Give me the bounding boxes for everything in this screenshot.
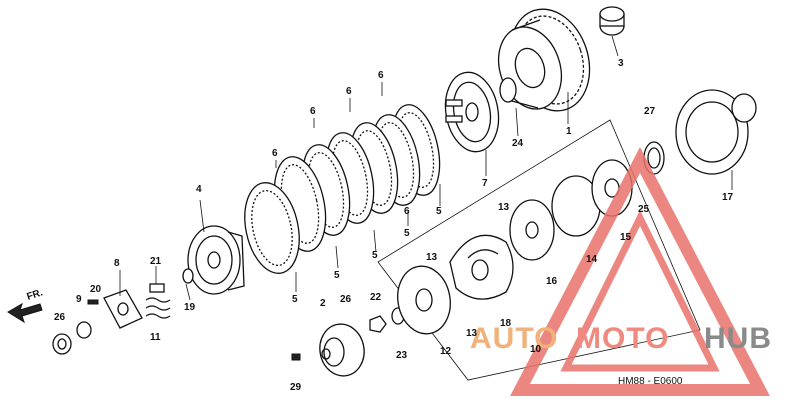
callout-6d: 6 (378, 70, 384, 81)
callout-25: 25 (638, 204, 650, 215)
callout-12: 12 (440, 346, 452, 357)
callout-15: 15 (620, 232, 632, 243)
callout-5e: 5 (436, 206, 442, 217)
direction-label: FR. (26, 287, 45, 303)
pressure-plate (187, 225, 245, 295)
callout-4: 4 (196, 184, 202, 195)
watermark-logo (510, 147, 770, 396)
callout-22: 22 (370, 292, 382, 303)
watermark-part-b: MOTO (576, 322, 669, 355)
callout-labels: 1 2 3 4 5 5 5 5 5 6 6 6 6 6 7 8 8 9 10 1… (54, 58, 734, 393)
subassembly-outline (377, 119, 701, 381)
callout-27: 27 (644, 106, 656, 117)
front-direction-arrow (7, 302, 43, 324)
clutch-drum-inner (509, 199, 555, 261)
clutch-plate-stack (244, 104, 441, 274)
clutch-center (444, 71, 500, 153)
callout-2: 2 (320, 298, 326, 309)
watermark-part-a: AUTO (470, 322, 558, 355)
callout-14: 14 (586, 254, 598, 265)
callout-18: 18 (500, 318, 512, 329)
callout-21: 21 (150, 256, 162, 267)
callout-19: 19 (184, 302, 196, 313)
drawing-code: HM88 - E0600 (618, 376, 683, 387)
callout-13c: 13 (466, 328, 478, 339)
callout-29: 29 (290, 382, 302, 393)
callout-5c: 5 (372, 250, 378, 261)
bolt-29 (291, 353, 301, 361)
nut-22 (369, 315, 387, 333)
callout-6e: 6 (404, 206, 410, 217)
callout-13a: 13 (498, 202, 510, 213)
callout-9: 9 (76, 294, 82, 305)
centrifugal-weights (449, 234, 514, 300)
callout-24: 24 (512, 138, 524, 149)
callout-11: 11 (150, 332, 161, 343)
bushing (599, 6, 625, 36)
callout-17: 17 (722, 192, 734, 203)
leader-lines (119, 35, 733, 301)
drive-plate (319, 323, 365, 377)
callout-26a: 26 (54, 312, 66, 323)
callout-8: 8 (114, 258, 120, 269)
spring-and-bolt (145, 283, 171, 319)
lifter-plate (103, 289, 143, 329)
callout-1: 1 (566, 126, 572, 137)
centrifugal-plate (397, 265, 451, 335)
primary-drive-gear (675, 89, 757, 175)
watermark-text: AUTO MOTO HUB (470, 322, 772, 355)
callout-5d: 5 (404, 228, 410, 239)
clutch-outer (498, 8, 591, 112)
callout-26b: 26 (340, 294, 352, 305)
watermark-part-c: HUB (704, 322, 772, 355)
callout-6c: 6 (346, 86, 352, 97)
callout-23: 23 (396, 350, 408, 361)
callout-7: 7 (482, 178, 488, 189)
callout-13b: 13 (426, 252, 438, 263)
callout-5a: 5 (292, 294, 298, 305)
callout-20: 20 (90, 284, 102, 295)
lifter-bearing-parts (52, 299, 99, 355)
callout-10: 10 (530, 344, 542, 355)
washer-24 (499, 77, 517, 103)
callout-5b: 5 (334, 270, 340, 281)
callout-6b: 6 (310, 106, 316, 117)
callout-6a: 6 (272, 148, 278, 159)
callout-3: 3 (618, 58, 624, 69)
callout-16: 16 (546, 276, 558, 287)
washer-19 (182, 268, 194, 284)
